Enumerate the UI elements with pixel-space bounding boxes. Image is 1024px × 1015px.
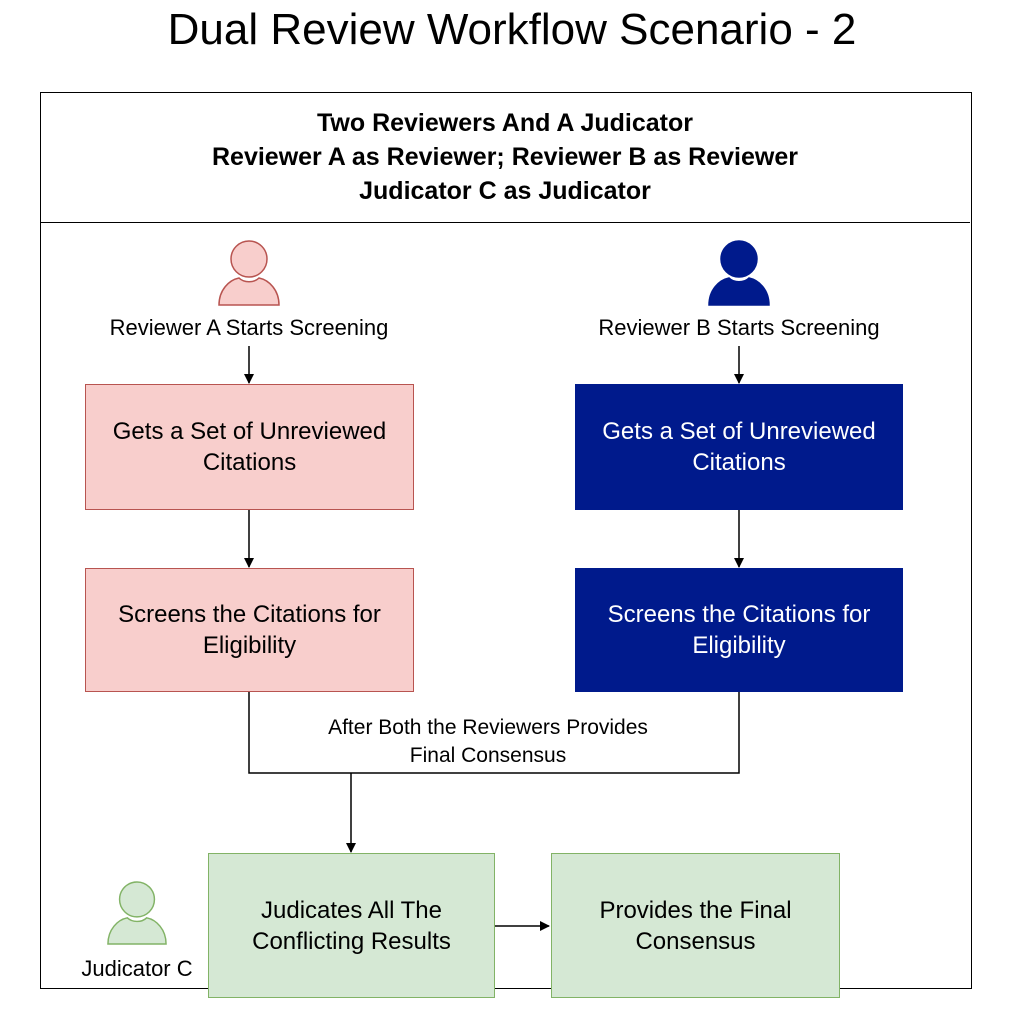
reviewer-a-person-icon xyxy=(218,240,280,306)
header-line-3: Judicator C as Judicator xyxy=(359,177,651,205)
page-title: Dual Review Workflow Scenario - 2 xyxy=(167,5,857,54)
merge-connector xyxy=(248,692,740,774)
reviewer-b-label: Reviewer B Starts Screening xyxy=(598,315,880,340)
header-line-1: Two Reviewers And A Judicator xyxy=(316,109,693,137)
reviewer-b-get-citations-box: Gets a Set of Unreviewed Citations xyxy=(575,384,903,510)
workflow-frame xyxy=(40,92,972,989)
reviewer-a-screen-citations-box: Screens the Citations for Eligibility xyxy=(85,568,414,692)
reviewer-a-label: Reviewer A Starts Screening xyxy=(109,315,389,340)
reviewer-b-screen-citations-box: Screens the Citations for Eligibility xyxy=(575,568,903,692)
reviewer-b-person-icon xyxy=(708,240,770,306)
workflow-header: Two Reviewers And A Judicator Reviewer A… xyxy=(40,92,970,223)
judicator-person-icon xyxy=(107,881,167,945)
merge-note-line-2: Final Consensus xyxy=(409,744,567,767)
final-consensus-box: Provides the Final Consensus xyxy=(551,853,840,998)
header-line-2: Reviewer A as Reviewer; Reviewer B as Re… xyxy=(212,143,798,171)
merge-note-line-1: After Both the Reviewers Provides xyxy=(328,716,648,739)
judicate-conflicts-box: Judicates All The Conflicting Results xyxy=(208,853,495,998)
reviewer-a-get-citations-box: Gets a Set of Unreviewed Citations xyxy=(85,384,414,510)
merge-note: After Both the Reviewers Provides Final … xyxy=(270,714,706,770)
judicator-label: Judicator C xyxy=(81,956,193,981)
